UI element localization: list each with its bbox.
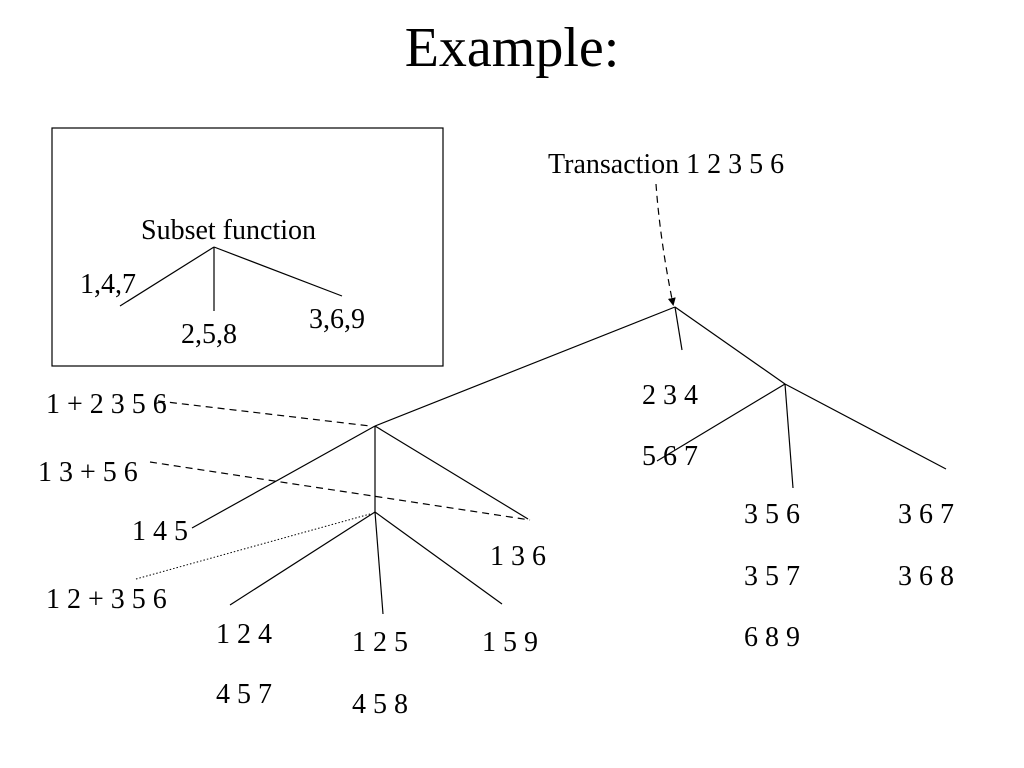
leaf-367-line1: 3 6 7 (898, 499, 954, 530)
middle-leaf: 2 3 4 5 6 7 (642, 380, 698, 472)
subset-branch-label-258: 2,5,8 (181, 319, 237, 350)
edge-node12-right (374, 511, 503, 605)
leaf-136: 1 3 6 (490, 541, 546, 572)
edge-root-right (674, 306, 786, 385)
leaf-125-line2: 4 5 8 (352, 689, 408, 720)
dashed-link-prefix-13 (149, 461, 531, 521)
leaf-159: 1 5 9 (482, 627, 538, 658)
leaf-367-line2: 3 6 8 (898, 561, 954, 592)
leaf-145: 1 4 5 (132, 516, 188, 547)
left-subtree: 1 + 2 3 5 6 1 3 + 5 6 1 2 + 3 5 6 1 4 5 … (38, 389, 546, 720)
edge-root-middle (674, 306, 683, 351)
prefix-label-13: 1 3 + 5 6 (38, 457, 138, 488)
leaf-124-line1: 1 2 4 (216, 619, 272, 650)
prefix-label-12: 1 2 + 3 5 6 (46, 584, 167, 615)
leaf-234-line1: 2 3 4 (642, 380, 698, 411)
subset-branch-right (213, 246, 343, 297)
prefix-label-1: 1 + 2 3 5 6 (46, 389, 167, 420)
edge-root-left (374, 306, 676, 427)
right-subtree: 3 5 6 3 5 7 6 8 9 3 6 7 3 6 8 (656, 383, 954, 653)
edge-node1-right (374, 425, 529, 520)
root-node-edges (374, 306, 786, 427)
edge-node3-right (784, 383, 947, 470)
dashed-link-prefix-1 (157, 400, 371, 427)
subset-box-frame (51, 127, 444, 367)
leaf-124-line2: 4 5 7 (216, 679, 272, 710)
edge-node12-left (229, 511, 376, 606)
leaf-125-line1: 1 2 5 (352, 627, 408, 658)
edge-node3-middle (784, 383, 794, 489)
subset-branch-label-369: 3,6,9 (309, 304, 365, 335)
subset-branch-left (119, 246, 215, 307)
subset-function-box: Subset function 1,4,7 2,5,8 3,6,9 (51, 127, 444, 367)
leaf-356-line3: 6 8 9 (744, 622, 800, 653)
subset-function-label: Subset function (141, 215, 316, 246)
slide-title: Example: (405, 17, 620, 79)
edge-node12-middle (374, 511, 384, 615)
leaf-356-line2: 3 5 7 (744, 561, 800, 592)
transaction-label: Transaction 1 2 3 5 6 (548, 149, 784, 180)
edge-node3-left (656, 383, 786, 462)
leaf-356-line1: 3 5 6 (744, 499, 800, 530)
leaf-234-line2: 5 6 7 (642, 441, 698, 472)
transaction-arrow (655, 183, 676, 306)
subset-branch-label-147: 1,4,7 (80, 269, 136, 300)
edge-node1-left (191, 425, 376, 529)
